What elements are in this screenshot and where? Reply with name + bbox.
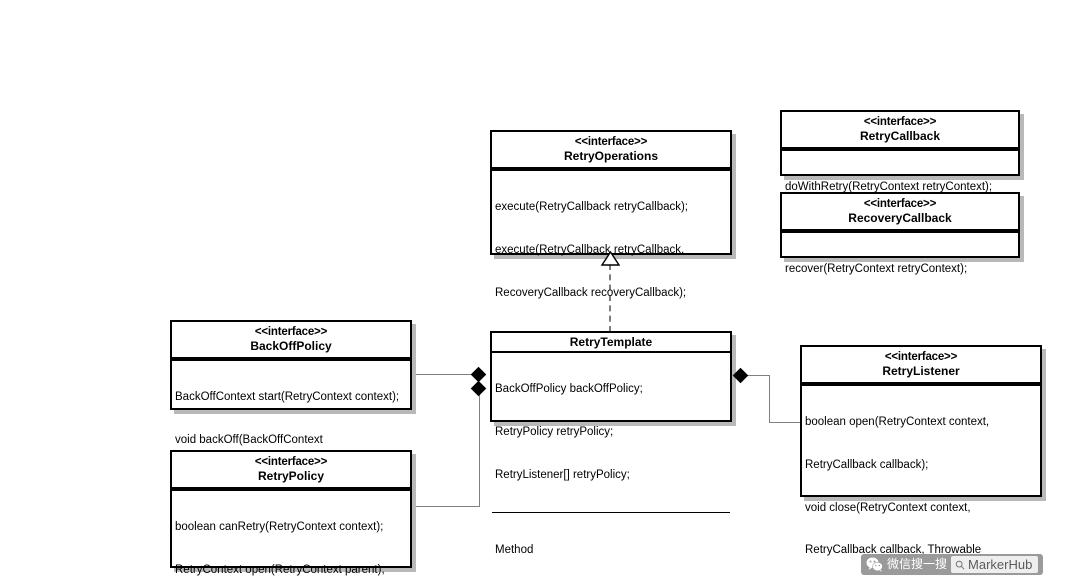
wechat-search-watermark: 微信搜一搜 MarkerHub [861, 554, 1044, 575]
class-members-retrypolicy: boolean canRetry(RetryContext context); … [172, 489, 410, 582]
composition-line-backoffpolicy [412, 374, 484, 375]
class-members-retrycallback: doWithRetry(RetryContext retryContext); [782, 149, 1018, 225]
class-box-retryoperations[interactable]: <<interface>> RetryOperations execute(Re… [490, 130, 732, 299]
member-line: recover(RetryContext retryContext); [785, 263, 968, 276]
class-methods-retrytemplate: Method [492, 512, 730, 582]
class-members-recoverycallback: recover(RetryContext retryContext); [782, 231, 1018, 307]
class-box-retrycallback[interactable]: <<interface>> RetryCallback doWithRetry(… [780, 110, 1020, 193]
class-name: RecoveryCallback [848, 211, 952, 225]
member-line: doWithRetry(RetryContext retryContext); [785, 181, 993, 194]
composition-line-retrylistener-lower [769, 422, 802, 423]
composition-line-retrylistener-vertical [769, 375, 770, 423]
class-box-retrytemplate[interactable]: RetryTemplate BackOffPolicy backOffPolic… [490, 331, 732, 556]
member-line: BackOffContext start(RetryContext contex… [175, 391, 400, 404]
search-icon [955, 560, 965, 569]
wechat-icon [866, 557, 883, 572]
attribute-line: RetryPolicy retryPolicy; [495, 426, 614, 439]
composition-diamond-retrylistener [732, 367, 749, 384]
member-line: boolean open(RetryContext context, [805, 416, 990, 429]
member-line: execute(RetryCallback retryCallback); [495, 201, 689, 214]
class-name: RetryListener [882, 364, 960, 378]
method-line: Method [495, 543, 534, 556]
class-header-retrylistener: <<interface>> RetryListener [802, 347, 1040, 384]
class-stereotype: <<interface>> [574, 136, 648, 148]
watermark-search-box: MarkerHub [951, 556, 1039, 573]
class-members-retryoperations: execute(RetryCallback retryCallback); ex… [492, 169, 730, 330]
class-attributes-retrytemplate: BackOffPolicy backOffPolicy; RetryPolicy… [492, 353, 730, 512]
class-box-recoverycallback[interactable]: <<interface>> RecoveryCallback recover(R… [780, 192, 1020, 275]
class-stereotype: <<interface>> [863, 198, 937, 210]
class-box-retrylistener[interactable]: <<interface>> RetryListener boolean open… [800, 345, 1042, 556]
attribute-line: RetryListener[] retryPolicy; [495, 468, 630, 481]
composition-line-retrypolicy-horizontal [412, 506, 480, 507]
class-header-retrypolicy: <<interface>> RetryPolicy [172, 452, 410, 489]
member-line: RetryCallback callback); [805, 459, 929, 472]
member-line: void backOff(BackOffContext [175, 434, 323, 447]
composition-line-retrypolicy-vertical [479, 390, 480, 507]
class-name: RetryOperations [563, 149, 659, 163]
class-name: RetryPolicy [257, 469, 325, 483]
class-box-backoffpolicy[interactable]: <<interface>> BackOffPolicy BackOffConte… [170, 320, 412, 489]
watermark-label: 微信搜一搜 [887, 557, 948, 571]
member-line: RecoveryCallback recoveryCallback); [495, 286, 687, 299]
member-line: boolean canRetry(RetryContext context); [175, 521, 384, 534]
member-line: void close(RetryContext context, [805, 501, 971, 514]
class-header-recoverycallback: <<interface>> RecoveryCallback [782, 194, 1018, 231]
watermark-query-text: MarkerHub [968, 557, 1033, 572]
class-members-retrylistener: boolean open(RetryContext context, Retry… [802, 384, 1040, 582]
class-box-retrypolicy[interactable]: <<interface>> RetryPolicy boolean canRet… [170, 450, 412, 576]
class-header-retrycallback: <<interface>> RetryCallback [782, 112, 1018, 149]
realization-line-retrytemplate-to-retryoperations [609, 264, 611, 332]
class-name: RetryCallback [859, 129, 941, 143]
attribute-line: BackOffPolicy backOffPolicy; [495, 383, 643, 396]
member-line: RetryCallback callback, Throwable [805, 544, 982, 557]
composition-diamond-retrypolicy [470, 380, 487, 397]
realization-hollow-triangle-icon [601, 251, 620, 266]
class-stereotype: <<interface>> [254, 326, 328, 338]
class-stereotype: <<interface>> [254, 456, 328, 468]
class-stereotype: <<interface>> [863, 116, 937, 128]
class-header-backoffpolicy: <<interface>> BackOffPolicy [172, 322, 410, 359]
class-header-retryoperations: <<interface>> RetryOperations [492, 132, 730, 169]
class-name: RetryTemplate [569, 335, 653, 349]
class-header-retrytemplate: RetryTemplate [492, 333, 730, 353]
member-line: RetryContext open(RetryContext parent); [175, 564, 385, 577]
composition-line-retrylistener-upper [746, 375, 770, 376]
class-name: BackOffPolicy [250, 339, 332, 353]
member-line: execute(RetryCallback retryCallback, [495, 244, 685, 257]
class-stereotype: <<interface>> [884, 351, 958, 363]
